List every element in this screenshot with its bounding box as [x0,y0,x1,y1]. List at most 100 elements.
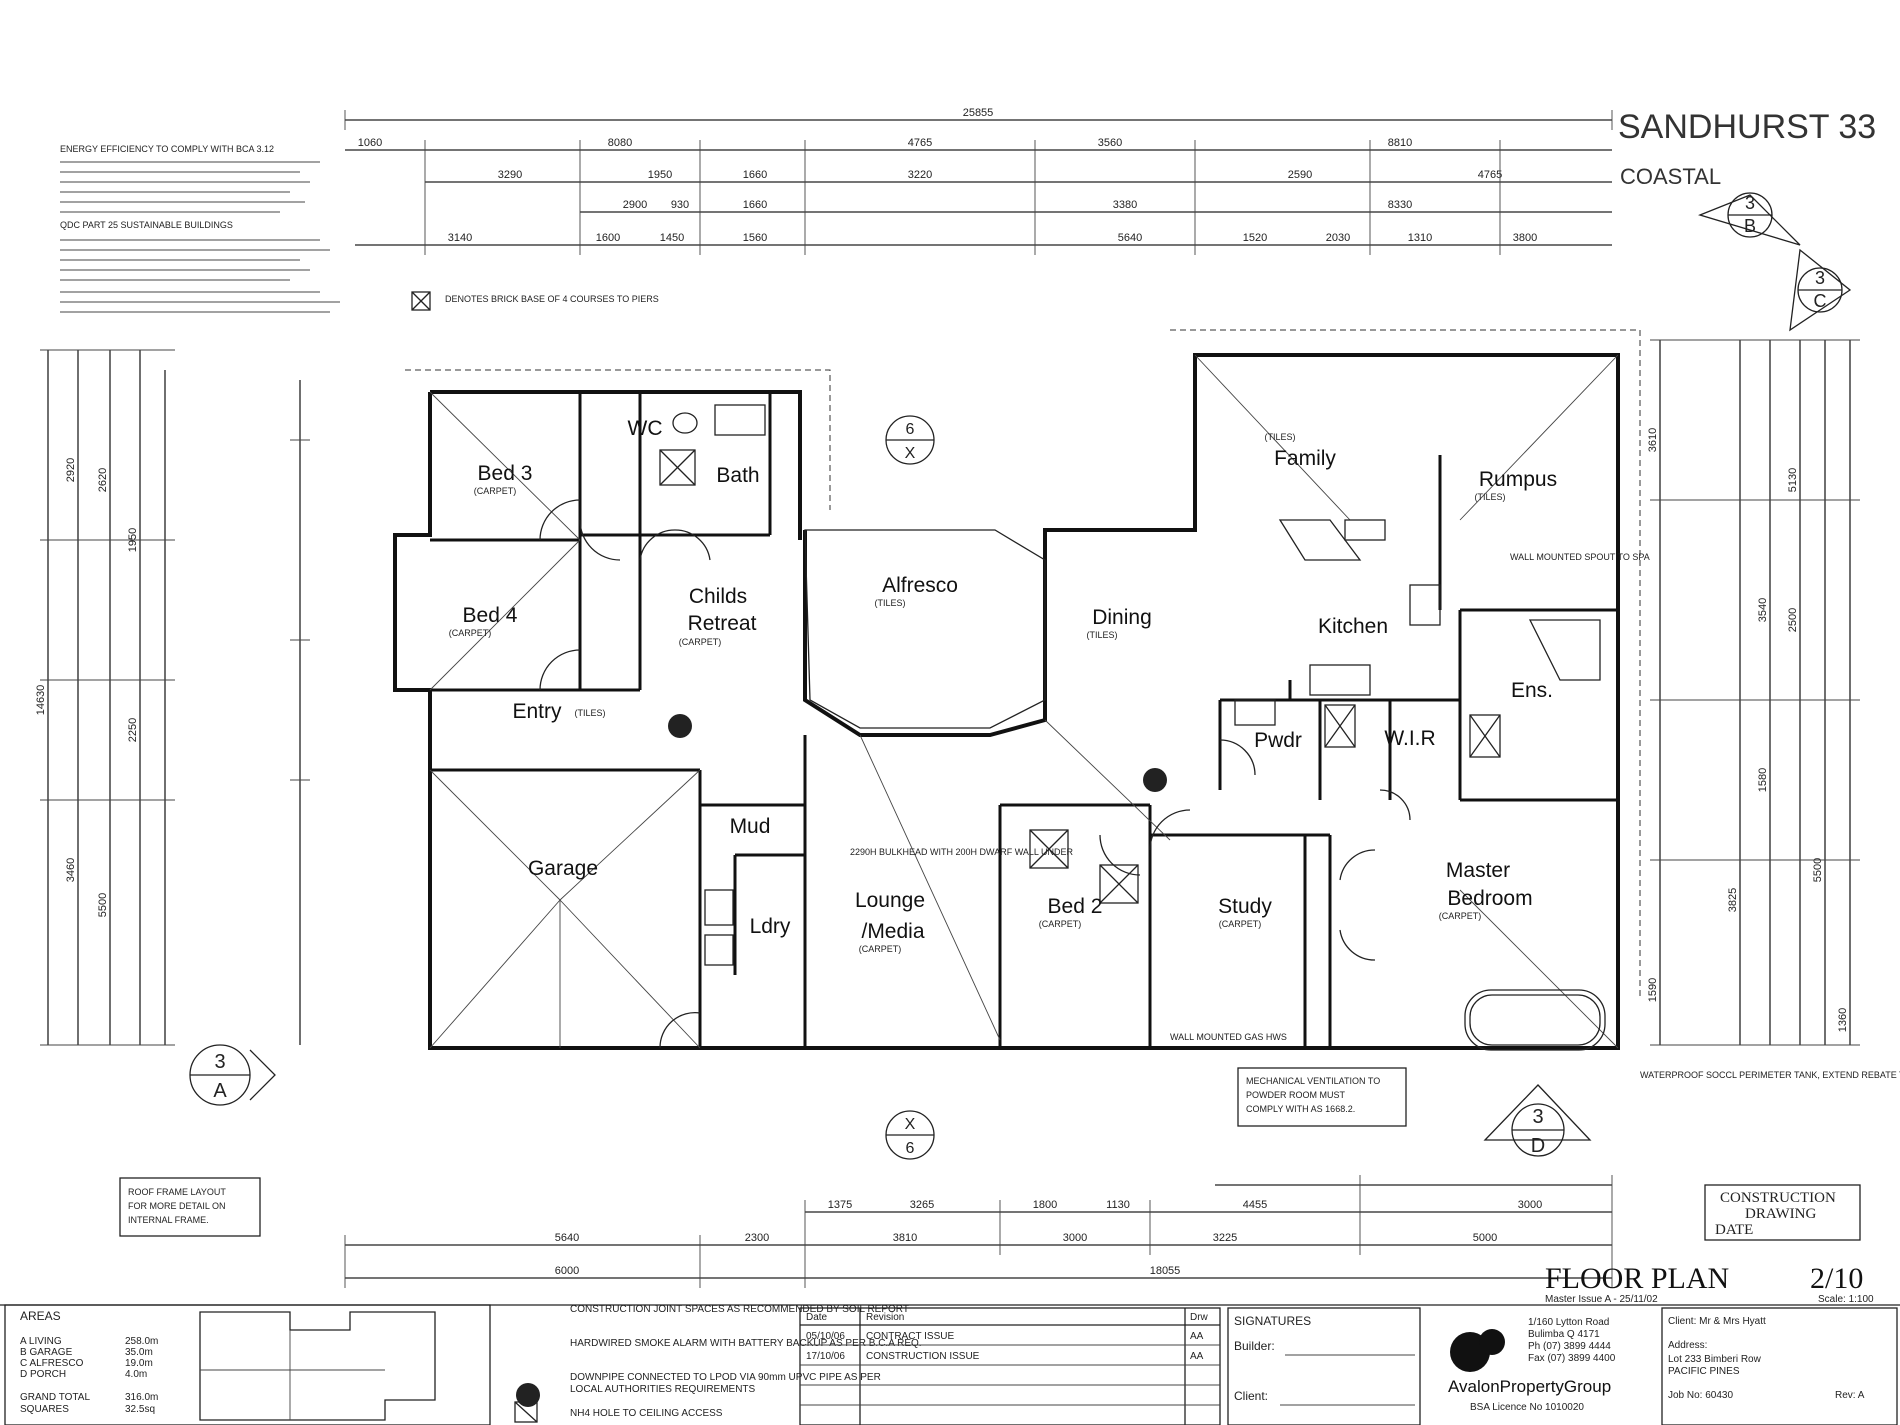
svg-text:6: 6 [906,421,915,438]
dim-bottom-14: 18055 [1150,1265,1181,1277]
svg-text:4.0m: 4.0m [125,1369,147,1380]
svg-text:BSA Licence No 1010020: BSA Licence No 1010020 [1470,1402,1584,1413]
legend-downpipe: DOWNPIPE CONNECTED TO LPOD VIA 90mm UPVC… [570,1372,881,1383]
dim-top-2: 8080 [608,137,632,149]
note-bulkhead: 2290H BULKHEAD WITH 200H DWARF WALL UNDE… [850,847,1074,857]
signature-builder: Builder: [1234,1339,1275,1353]
svg-text:(TILES): (TILES) [574,708,605,718]
section-marker-a: 3 A [189,1044,276,1106]
dim-top-10: 2590 [1288,169,1312,181]
dim-bottom-13: 6000 [555,1265,579,1277]
svg-text:258.0m: 258.0m [125,1336,158,1347]
signatures-heading: SIGNATURES [1234,1314,1311,1328]
dim-bottom-10: 3000 [1063,1232,1087,1244]
dim-top-14: 1660 [743,199,767,211]
fixtures [659,404,1606,1051]
room-garage: Garage [528,857,598,880]
room-master-bedroom: Master [1446,859,1510,882]
svg-text:GRAND TOTAL: GRAND TOTAL [20,1392,90,1403]
dim-top-21: 5640 [1118,232,1142,244]
room-alfresco: Alfresco [882,574,958,597]
svg-text:(TILES): (TILES) [1086,630,1117,640]
svg-text:3: 3 [1815,268,1825,288]
dim-left-5: 2250 [127,718,139,742]
svg-text:AA: AA [1190,1351,1204,1362]
sheet-number: 2/10 [1810,1262,1863,1295]
svg-text:D PORCH: D PORCH [20,1369,66,1380]
brick-note: DENOTES BRICK BASE OF 4 COURSES TO PIERS [445,294,659,304]
project-name: SANDHURST 33 [1618,108,1876,146]
dim-top-22: 1520 [1243,232,1267,244]
dim-left-7: 3460 [65,858,77,882]
svg-text:A: A [213,1080,227,1102]
svg-text:05/10/06: 05/10/06 [806,1331,845,1342]
dim-right-7: 5500 [1812,858,1824,882]
svg-text:/Media: /Media [861,920,924,943]
dim-top-23: 2030 [1326,232,1350,244]
room-childs-retreat: Childs [689,585,747,608]
svg-text:POWDER ROOM MUST: POWDER ROOM MUST [1246,1090,1345,1100]
room-family: Family [1274,447,1336,470]
room-lounge-media: Lounge [855,889,925,912]
svg-text:SQUARES: SQUARES [20,1404,69,1415]
room-wir: W.I.R [1384,727,1435,750]
svg-text:A LIVING: A LIVING [20,1336,62,1347]
svg-text:B: B [1744,216,1756,236]
dim-right-8: 1590 [1647,978,1659,1002]
svg-text:19.0m: 19.0m [125,1358,153,1369]
legend-smoke-alarm: HARDWIRED SMOKE ALARM WITH BATTERY BACKU… [570,1338,922,1349]
dim-top-9: 3220 [908,169,932,181]
dim-right-9: 1360 [1837,1008,1849,1032]
dim-top-8: 1660 [743,169,767,181]
dim-top-13: 930 [671,199,689,211]
svg-text:(TILES): (TILES) [874,598,905,608]
svg-text:CONSTRUCTION ISSUE: CONSTRUCTION ISSUE [866,1351,980,1362]
svg-text:(CARPET): (CARPET) [474,486,517,496]
dim-bottom-6: 3000 [1518,1199,1542,1211]
dim-right-2: 5130 [1787,468,1799,492]
svg-text:Lot 233 Bimberi Row: Lot 233 Bimberi Row [1668,1354,1762,1365]
roof-lines [429,354,1619,1049]
svg-text:32.5sq: 32.5sq [125,1404,155,1415]
dim-bottom-9: 3810 [893,1232,917,1244]
roof-frame-note: ROOF FRAME LAYOUT FOR MORE DETAIL ON INT… [119,1177,261,1237]
svg-text:Date: Date [806,1312,828,1323]
legend-ceiling-access: NH4 HOLE TO CEILING ACCESS [570,1408,723,1419]
svg-text:35.0m: 35.0m [125,1347,153,1358]
dim-top-4: 3560 [1098,137,1122,149]
svg-text:B GARAGE: B GARAGE [20,1347,73,1358]
room-bed2: Bed 2 [1048,895,1103,918]
svg-text:INTERNAL FRAME.: INTERNAL FRAME. [128,1215,209,1225]
scale: Scale: 1:100 [1818,1294,1874,1305]
room-bed4: Bed 4 [463,604,518,627]
elevation-marker-top: 6 X [885,415,935,465]
dim-right-3: 3540 [1757,598,1769,622]
dim-top-18: 1600 [596,232,620,244]
dim-right-4: 2500 [1787,608,1799,632]
dim-bottom-12: 5000 [1473,1232,1497,1244]
room-laundry: Ldry [750,915,791,938]
company-name: AvalonPropertyGroup [1448,1377,1611,1396]
room-rumpus: Rumpus [1479,468,1557,491]
svg-text:ROOF FRAME LAYOUT: ROOF FRAME LAYOUT [128,1187,226,1197]
svg-text:D: D [1531,1135,1545,1157]
job-number: Job No: 60430 [1668,1390,1733,1401]
room-mud: Mud [730,815,771,838]
note-spout: WALL MOUNTED SPOUT TO SPA [1510,552,1650,562]
dim-bottom-5: 4455 [1243,1199,1267,1211]
dim-bottom-2: 3265 [910,1199,934,1211]
svg-text:Fax (07) 3899 4400: Fax (07) 3899 4400 [1528,1353,1616,1364]
note-gas-hws: WALL MOUNTED GAS HWS [1170,1032,1287,1042]
svg-text:3: 3 [1745,193,1755,213]
svg-text:3: 3 [214,1051,225,1073]
dim-left-1: 14630 [35,685,47,716]
section-marker-c: 3 C [1789,248,1852,332]
elevation-marker-bottom: X 6 [885,1110,935,1160]
dim-left-3: 2620 [97,468,109,492]
svg-text:1/160 Lytton Road: 1/160 Lytton Road [1528,1317,1609,1328]
plan-title: FLOOR PLAN [1545,1262,1729,1295]
dim-bottom-11: 3225 [1213,1232,1237,1244]
dim-top-1: 1060 [358,137,382,149]
dim-right-5: 1580 [1757,768,1769,792]
